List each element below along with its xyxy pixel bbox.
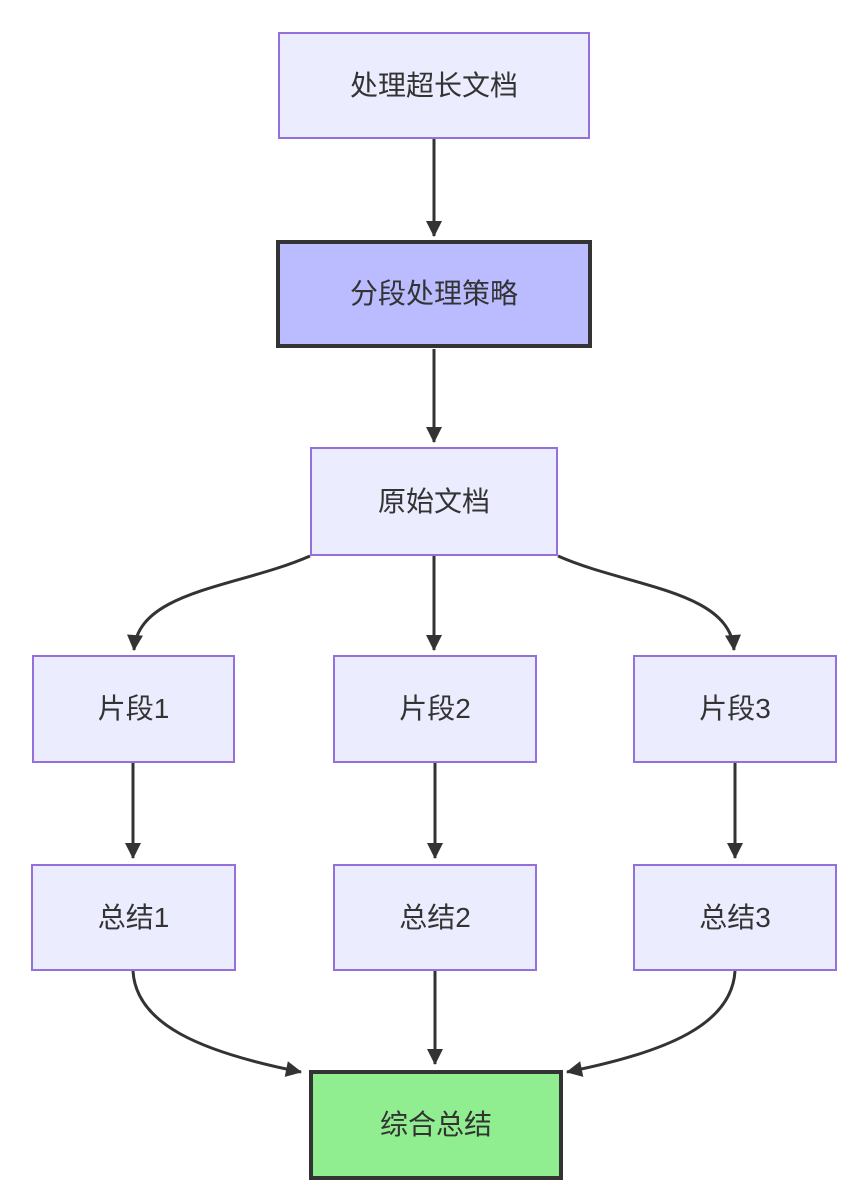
node-segmentation-strategy: 分段处理策略 — [276, 240, 592, 348]
node-label: 总结2 — [399, 901, 471, 933]
node-label: 分段处理策略 — [349, 278, 518, 310]
edge-e1-f — [131, 970, 302, 1077]
edge-c-d3 — [557, 554, 741, 651]
node-summary-1: 总结1 — [31, 864, 236, 971]
edge-c-d1 — [127, 554, 311, 651]
node-label: 处理超长文档 — [349, 69, 518, 101]
node-label: 综合总结 — [379, 1109, 492, 1141]
node-summary-3: 总结3 — [633, 864, 837, 971]
node-label: 片段1 — [97, 693, 170, 725]
node-fragment-1: 片段1 — [32, 655, 235, 763]
node-fragment-3: 片段3 — [633, 655, 837, 763]
node-label: 原始文档 — [377, 485, 490, 517]
node-final-summary: 综合总结 — [309, 1070, 563, 1180]
node-fragment-2: 片段2 — [333, 655, 537, 763]
node-label: 总结1 — [97, 901, 170, 933]
edge-e3-f — [566, 970, 737, 1077]
node-summary-2: 总结2 — [333, 864, 537, 971]
node-original-document: 原始文档 — [310, 447, 558, 556]
node-label: 片段3 — [699, 693, 771, 725]
node-label: 片段2 — [399, 693, 471, 725]
node-label: 总结3 — [699, 901, 771, 933]
node-process-long-document: 处理超长文档 — [278, 32, 590, 139]
